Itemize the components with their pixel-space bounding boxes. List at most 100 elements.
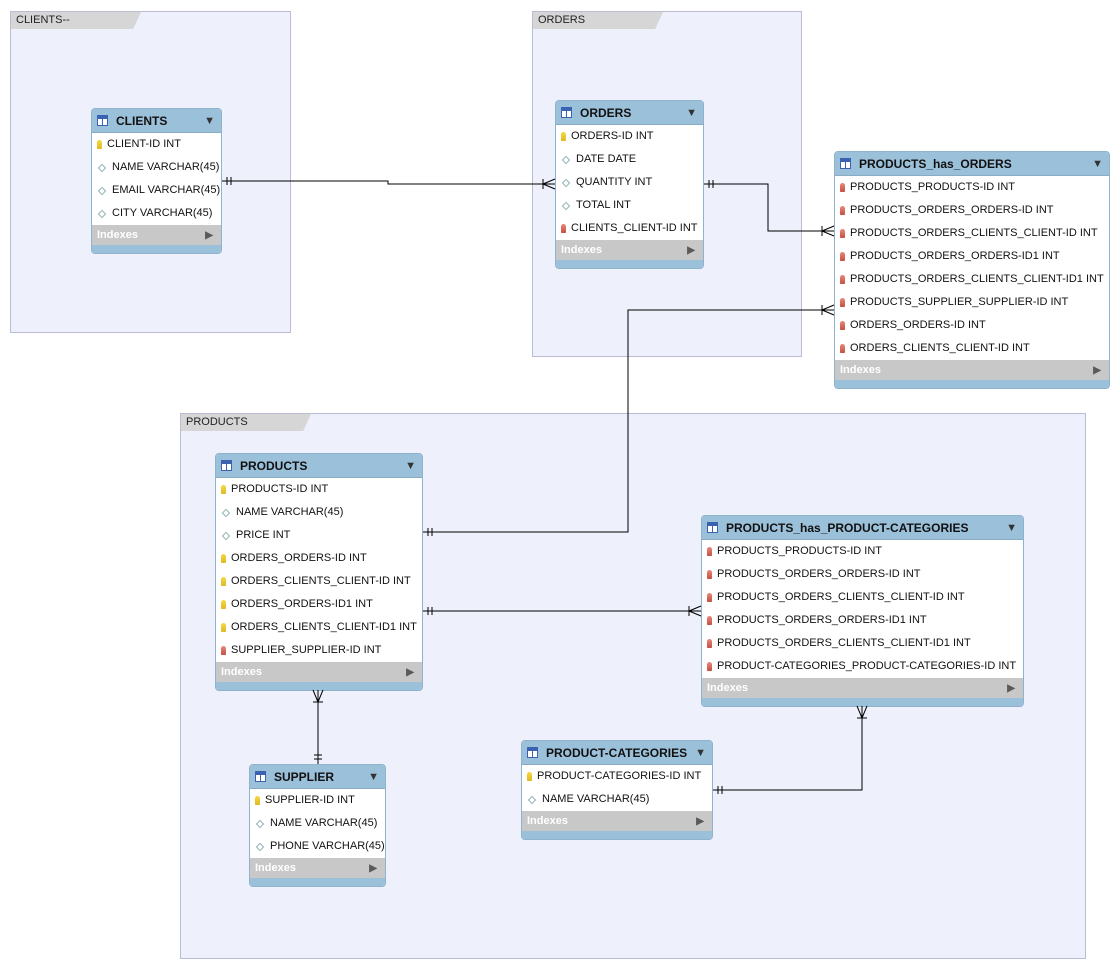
table-name: PRODUCT-CATEGORIES xyxy=(546,745,688,760)
table-header[interactable]: ORDERS▼ xyxy=(556,101,703,125)
column-list: ORDERS-ID INT DATE DATE QUANTITY INT TOTAL … xyxy=(556,125,703,240)
column-label: PRODUCTS_ORDERS_CLIENTS_CLIENT-ID1 INT xyxy=(850,273,1104,285)
collapse-toggle-icon[interactable]: ▼ xyxy=(1092,157,1103,170)
column-label: QUANTITY INT xyxy=(576,176,653,188)
table-footer xyxy=(216,682,422,690)
expand-arrow-icon[interactable]: ▶ xyxy=(696,815,704,827)
column-row[interactable]: ORDERS_ORDERS-ID INT xyxy=(835,314,1109,337)
foreign-key-icon xyxy=(840,298,845,307)
column-row[interactable]: CITY VARCHAR(45) xyxy=(92,202,221,225)
indexes-bar[interactable]: Indexes ▶ xyxy=(556,240,703,260)
column-icon xyxy=(221,508,231,517)
column-label: PRODUCTS_ORDERS_CLIENTS_CLIENT-ID INT xyxy=(850,227,1098,239)
column-row[interactable]: DATE DATE xyxy=(556,148,703,171)
indexes-bar[interactable]: Indexes ▶ xyxy=(250,858,385,878)
column-row[interactable]: PRODUCTS_ORDERS_CLIENTS_CLIENT-ID INT xyxy=(835,222,1109,245)
foreign-key-icon xyxy=(561,224,566,233)
indexes-label: Indexes xyxy=(255,862,296,874)
column-row[interactable]: CLIENTS_CLIENT-ID INT xyxy=(556,217,703,240)
column-icon xyxy=(255,819,265,828)
foreign-key-icon xyxy=(707,662,712,671)
column-row[interactable]: NAME VARCHAR(45) xyxy=(92,156,221,179)
table-products-has-product-categories[interactable]: PRODUCTS_has_PRODUCT-CATEGORIES▼PRODUCTS… xyxy=(701,515,1024,707)
column-row[interactable]: NAME VARCHAR(45) xyxy=(250,812,385,835)
column-row[interactable]: PRODUCTS_ORDERS_ORDERS-ID INT xyxy=(835,199,1109,222)
indexes-bar[interactable]: Indexes ▶ xyxy=(216,662,422,682)
column-row[interactable]: PRODUCTS_ORDERS_CLIENTS_CLIENT-ID INT xyxy=(702,586,1023,609)
column-row[interactable]: PRODUCT-CATEGORIES-ID INT xyxy=(522,765,712,788)
column-row[interactable]: PRODUCTS_ORDERS_ORDERS-ID1 INT xyxy=(835,245,1109,268)
collapse-toggle-icon[interactable]: ▼ xyxy=(1006,521,1017,534)
column-row[interactable]: ORDERS_CLIENTS_CLIENT-ID1 INT xyxy=(216,616,422,639)
table-product-categories[interactable]: PRODUCT-CATEGORIES ▼ PRODUCT-CATEGORIES-ID… xyxy=(521,740,713,840)
collapse-toggle-icon[interactable]: ▼ xyxy=(695,746,706,759)
column-row[interactable]: ORDERS-ID INT xyxy=(556,125,703,148)
table-products-has-orders[interactable]: PRODUCTS_has_ORDERS▼PRODUCTS_PRODUCTS-ID… xyxy=(834,151,1110,389)
column-row[interactable]: ORDERS_ORDERS-ID1 INT xyxy=(216,593,422,616)
expand-arrow-icon[interactable]: ▶ xyxy=(369,862,377,874)
collapse-toggle-icon[interactable]: ▼ xyxy=(368,770,379,783)
table-header[interactable]: SUPPLIER▼ xyxy=(250,765,385,789)
collapse-toggle-icon[interactable]: ▼ xyxy=(405,459,416,472)
column-row[interactable]: PRODUCTS-ID INT xyxy=(216,478,422,501)
column-row[interactable]: PRICE INT xyxy=(216,524,422,547)
primary-key-icon xyxy=(527,772,532,781)
table-header[interactable]: PRODUCTS_has_ORDERS▼ xyxy=(835,152,1109,176)
column-row[interactable]: PRODUCTS_ORDERS_CLIENTS_CLIENT-ID1 INT xyxy=(702,632,1023,655)
indexes-bar[interactable]: Indexes▶ xyxy=(92,225,221,245)
column-label: DATE DATE xyxy=(576,153,637,165)
expand-arrow-icon[interactable]: ▶ xyxy=(1007,682,1015,694)
column-row[interactable]: PRODUCTS_ORDERS_ORDERS-ID INT xyxy=(702,563,1023,586)
column-row[interactable]: SUPPLIER_SUPPLIER-ID INT xyxy=(216,639,422,662)
collapse-toggle-icon[interactable]: ▼ xyxy=(204,114,215,127)
table-header[interactable]: PRODUCTS▼ xyxy=(216,454,422,478)
indexes-label: Indexes xyxy=(221,666,262,678)
expand-arrow-icon[interactable]: ▶ xyxy=(205,229,213,241)
column-label: PRODUCT-CATEGORIES_PRODUCT-CATEGORIES-ID… xyxy=(717,660,1017,672)
table-footer xyxy=(522,831,712,839)
primary-key-icon xyxy=(221,554,226,563)
indexes-bar[interactable]: Indexes▶ xyxy=(702,678,1023,698)
foreign-key-icon xyxy=(840,183,845,192)
column-row[interactable]: PRODUCTS_PRODUCTS-ID INT xyxy=(835,176,1109,199)
table-header[interactable]: CLIENTS▼ xyxy=(92,109,221,133)
column-row[interactable]: NAME VARCHAR(45) xyxy=(216,501,422,524)
column-row[interactable]: SUPPLIER-ID INT xyxy=(250,789,385,812)
table-header[interactable]: PRODUCTS_has_PRODUCT-CATEGORIES▼ xyxy=(702,516,1023,540)
column-row[interactable]: EMAIL VARCHAR(45) xyxy=(92,179,221,202)
column-icon xyxy=(97,186,107,195)
column-row[interactable]: NAME VARCHAR(45) xyxy=(522,788,712,811)
layer-label: ORDERS xyxy=(533,12,663,29)
indexes-bar[interactable]: Indexes▶ xyxy=(835,360,1109,380)
indexes-bar[interactable]: Indexes▶ xyxy=(522,811,712,831)
column-row[interactable]: ORDERS_ORDERS-ID INT xyxy=(216,547,422,570)
column-row[interactable]: PRODUCT-CATEGORIES_PRODUCT-CATEGORIES-ID… xyxy=(702,655,1023,678)
column-row[interactable]: PRODUCTS_SUPPLIER_SUPPLIER-ID INT xyxy=(835,291,1109,314)
column-row[interactable]: PRODUCTS_ORDERS_CLIENTS_CLIENT-ID1 INT xyxy=(835,268,1109,291)
expand-arrow-icon[interactable]: ▶ xyxy=(1093,364,1101,376)
column-row[interactable]: PHONE VARCHAR(45) xyxy=(250,835,385,858)
column-row[interactable]: ORDERS_CLIENTS_CLIENT-ID INT xyxy=(216,570,422,593)
layer-label: CLIENTS-- xyxy=(11,12,141,29)
column-row[interactable]: TOTAL INT xyxy=(556,194,703,217)
foreign-key-icon xyxy=(707,593,712,602)
expand-arrow-icon[interactable]: ▶ xyxy=(406,666,414,678)
collapse-toggle-icon[interactable]: ▼ xyxy=(686,106,697,119)
expand-arrow-icon[interactable]: ▶ xyxy=(687,244,695,256)
column-label: PRODUCTS_ORDERS_ORDERS-ID1 INT xyxy=(717,614,927,626)
column-row[interactable]: PRODUCTS_ORDERS_ORDERS-ID1 INT xyxy=(702,609,1023,632)
column-row[interactable]: PRODUCTS_PRODUCTS-ID INT xyxy=(702,540,1023,563)
column-row[interactable]: QUANTITY INT xyxy=(556,171,703,194)
table-header[interactable]: PRODUCT-CATEGORIES ▼ xyxy=(522,741,712,765)
table-orders[interactable]: ORDERS▼ORDERS-ID INT DATE DATE QUANTITY IN… xyxy=(555,100,704,269)
column-row[interactable]: CLIENT-ID INT xyxy=(92,133,221,156)
indexes-label: Indexes xyxy=(561,244,602,256)
column-row[interactable]: ORDERS_CLIENTS_CLIENT-ID INT xyxy=(835,337,1109,360)
foreign-key-icon xyxy=(840,206,845,215)
